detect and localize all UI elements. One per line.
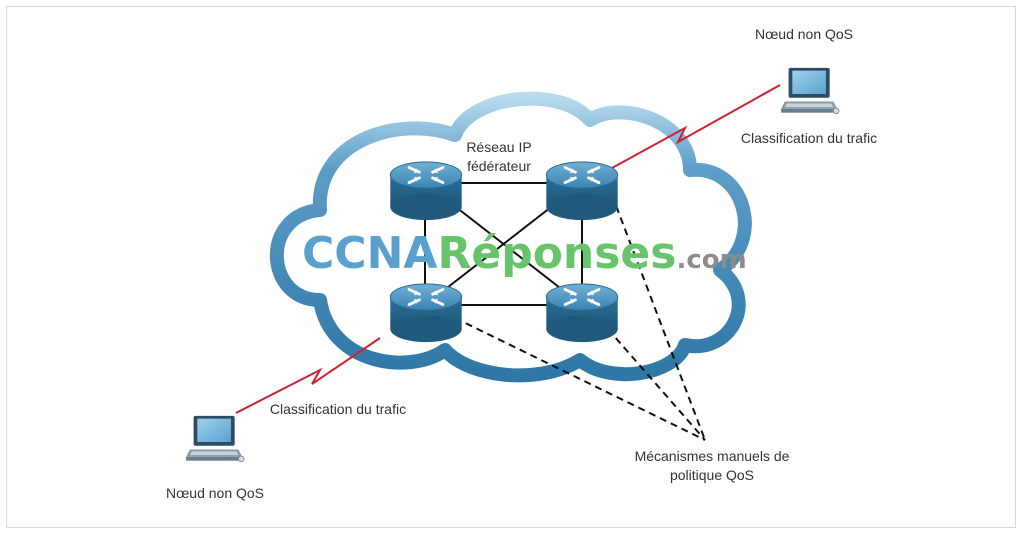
wan-link-bottom (235, 337, 381, 414)
policy-dashed-lines (454, 194, 706, 441)
router-top-left-icon[interactable] (388, 160, 464, 222)
wan-links (235, 84, 781, 414)
policy-line-2 (599, 319, 706, 441)
wan-link-top (611, 84, 781, 169)
label-backbone-2: fédérateur (467, 158, 531, 174)
router-top-right-icon[interactable] (544, 160, 620, 222)
router-bottom-right-icon[interactable] (544, 282, 620, 344)
watermark-text: CCNARéponses.com (302, 228, 747, 279)
label-top-classification: Classification du trafic (741, 130, 877, 146)
label-bottom-node: Nœud non QoS (166, 485, 264, 501)
label-policy-2: politique QoS (670, 467, 754, 483)
label-top-node: Nœud non QoS (755, 26, 853, 42)
router-bottom-left-icon[interactable] (388, 282, 464, 344)
policy-line-1 (611, 194, 706, 441)
computer-top-right-icon[interactable] (780, 67, 840, 115)
label-policy-1: Mécanismes manuels de (635, 448, 790, 464)
label-backbone-1: Réseau IP (466, 139, 531, 155)
label-bottom-classification: Classification du trafic (270, 401, 406, 417)
computer-bottom-left-icon[interactable] (185, 415, 245, 463)
policy-line-3 (454, 317, 706, 441)
